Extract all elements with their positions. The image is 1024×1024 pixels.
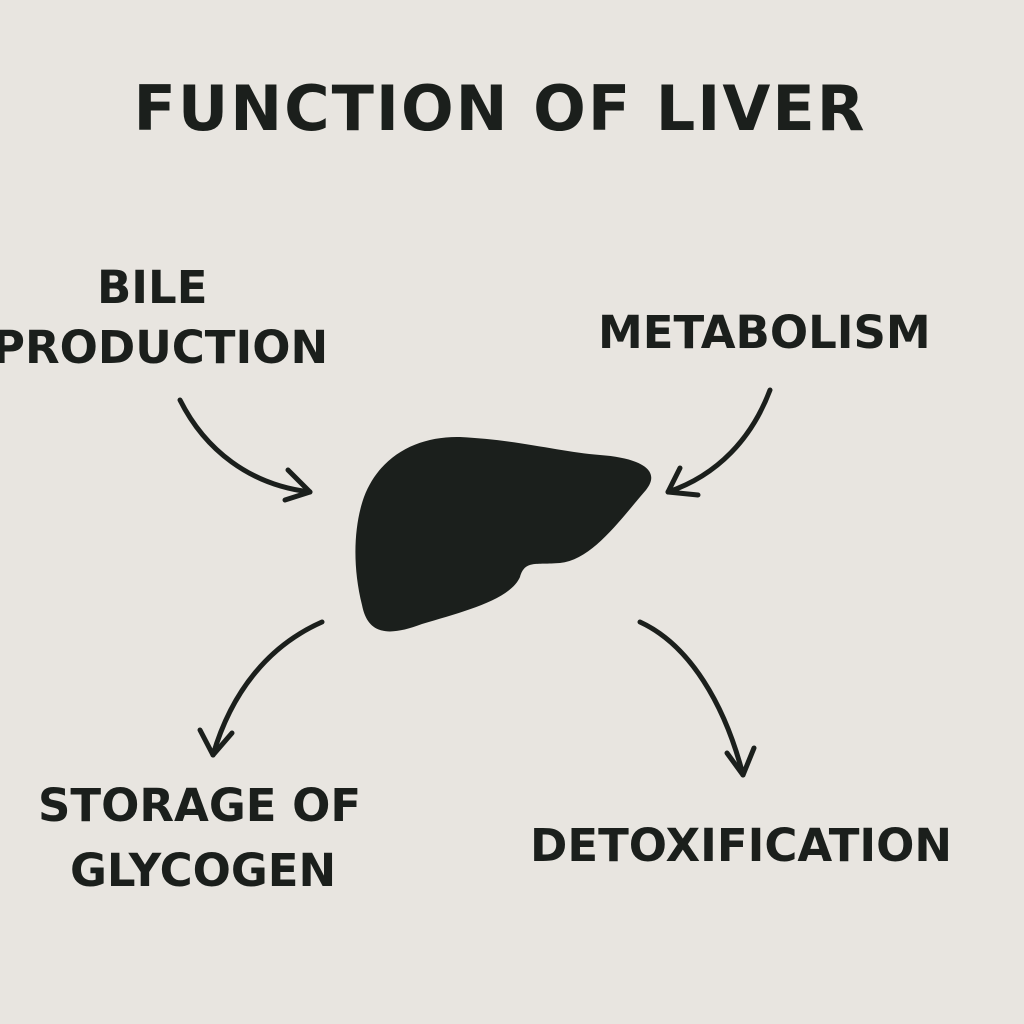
label-metabolism: METABOLISM <box>598 306 931 359</box>
label-storage-line2: GLYCOGEN <box>70 844 337 897</box>
arrow-bile-to-liver <box>177 397 313 503</box>
arrow-liver-to-storage <box>197 619 325 758</box>
label-detoxification: DETOXIFICATION <box>530 819 953 872</box>
label-storage-line1: STORAGE OF <box>38 779 362 832</box>
liver-icon <box>355 436 652 632</box>
arrow-liver-to-detoxification <box>637 619 757 778</box>
diagram-title: FUNCTION OF LIVER <box>133 72 867 145</box>
arrow-metabolism-to-liver <box>665 387 773 498</box>
label-bile-line1: BILE <box>97 261 208 314</box>
label-bile-line2: PRODUCTION <box>0 321 329 374</box>
